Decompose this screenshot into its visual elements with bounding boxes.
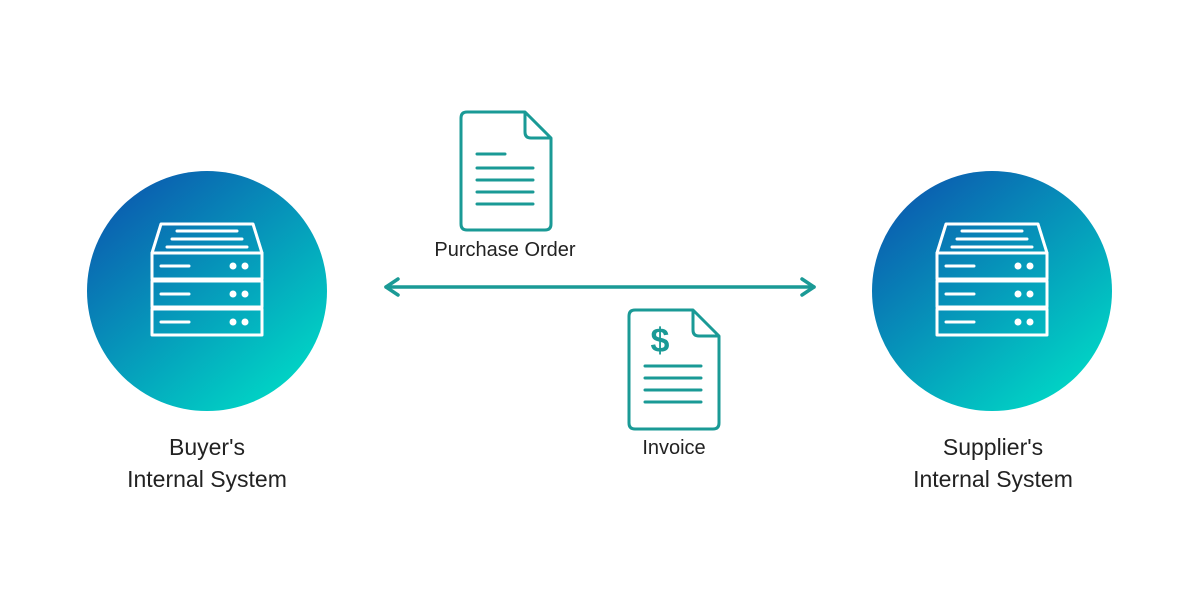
invoice-icon: $ bbox=[627, 308, 721, 431]
double-arrow-icon bbox=[384, 277, 816, 297]
server-icon bbox=[935, 222, 1049, 337]
dollar-sign-icon: $ bbox=[651, 322, 670, 360]
arrow-head-right bbox=[800, 277, 816, 297]
buyer-node-circle bbox=[87, 171, 327, 411]
buyer-node-label: Buyer's Internal System bbox=[57, 431, 357, 495]
invoice-label: Invoice bbox=[642, 437, 706, 459]
supplier-node bbox=[872, 171, 1112, 411]
buyer-label-line1: Buyer's bbox=[169, 434, 245, 460]
supplier-label-line1: Supplier's bbox=[942, 434, 1044, 460]
supplier-label-line2: Internal System bbox=[913, 466, 1073, 492]
supplier-node-label: Supplier's Internal System bbox=[843, 431, 1143, 495]
supplier-node-circle bbox=[872, 171, 1112, 411]
server-icon bbox=[150, 222, 264, 337]
document-icon bbox=[459, 110, 553, 232]
arrow-head-left bbox=[384, 277, 400, 297]
purchase-order-label: Purchase Order bbox=[434, 239, 576, 261]
buyer-label-line2: Internal System bbox=[127, 466, 287, 492]
buyer-node bbox=[87, 171, 327, 411]
